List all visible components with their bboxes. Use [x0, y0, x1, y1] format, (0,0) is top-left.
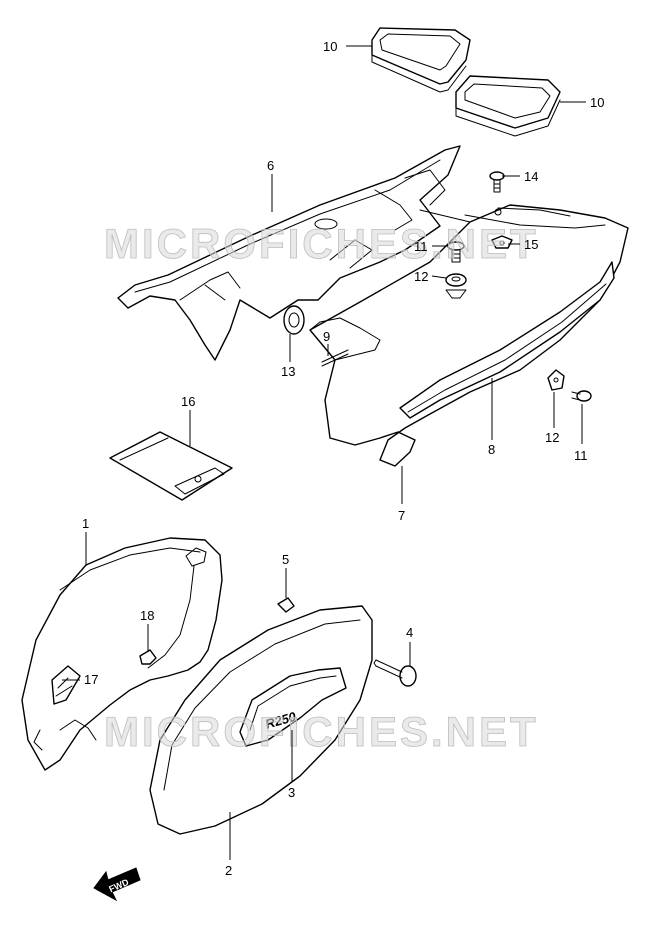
callout-8: 8 — [488, 442, 495, 457]
callout-11-lower: 11 — [574, 448, 588, 463]
callout-5: 5 — [282, 552, 289, 567]
callout-18: 18 — [140, 608, 154, 623]
tail-cover-7 — [309, 204, 629, 467]
callout-7: 7 — [398, 508, 405, 523]
callout-14: 14 — [524, 169, 538, 184]
callout-10-lower: 10 — [590, 95, 604, 110]
leader-lines — [62, 45, 586, 860]
grommet-13 — [283, 305, 305, 335]
callout-6: 6 — [267, 158, 274, 173]
forward-arrow-icon: FWD — [93, 867, 141, 902]
callout-10-upper: 10 — [323, 39, 337, 54]
frame-cover-6 — [117, 145, 461, 361]
callout-4: 4 — [406, 625, 413, 640]
gasket-10-upper — [371, 27, 471, 93]
screw-11-upper — [447, 241, 465, 263]
callout-labels: 10 10 6 14 11 15 12 9 13 8 12 11 16 7 1 … — [82, 39, 604, 878]
bolt-4 — [373, 659, 417, 687]
washer-12-upper — [445, 273, 467, 299]
screw-14 — [489, 171, 505, 193]
callout-17: 17 — [84, 672, 98, 687]
callout-9: 9 — [323, 329, 330, 344]
screw-11-lower — [571, 390, 592, 402]
clip-5 — [277, 597, 295, 613]
reflector-trim-8 — [399, 261, 615, 419]
callout-2: 2 — [225, 863, 232, 878]
callout-3: 3 — [288, 785, 295, 800]
callout-11-upper: 11 — [414, 239, 428, 254]
callout-13: 13 — [281, 364, 295, 379]
gasket-10-lower — [455, 75, 561, 137]
callout-16: 16 — [181, 394, 195, 409]
callout-12-lower: 12 — [545, 430, 559, 445]
watermark-top: MICROFICHES.NET — [104, 220, 539, 267]
callout-15: 15 — [524, 237, 538, 252]
pin-9 — [321, 349, 349, 367]
callout-12-upper: 12 — [414, 269, 428, 284]
watermark-bottom: MICROFICHES.NET — [104, 708, 539, 755]
washer-12-lower — [547, 369, 565, 391]
side-cover-inner-1 — [21, 537, 223, 771]
callout-1: 1 — [82, 516, 89, 531]
sheet-16 — [109, 431, 233, 501]
